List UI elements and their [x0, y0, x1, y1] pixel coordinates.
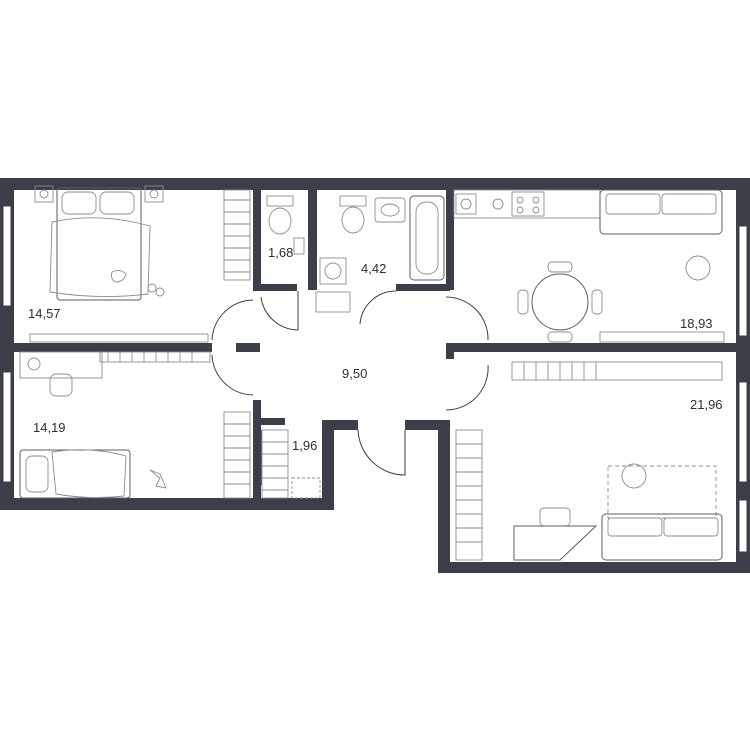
- kitchen-furniture: [453, 189, 725, 343]
- room-area-hall: 9,50: [342, 366, 367, 381]
- doors: [211, 290, 489, 485]
- room-area-bathroom: 4,42: [361, 261, 386, 276]
- bathroom-fixtures: [266, 195, 445, 313]
- living-room-furniture: [455, 361, 723, 561]
- room-area-living-room: 21,96: [690, 397, 723, 412]
- bedroom-2-furniture: [19, 351, 251, 499]
- storage-fixtures: [261, 429, 321, 499]
- windows: [2, 205, 748, 553]
- area-labels: 14,57 14,19 1,68 4,42 9,50 1,96 18,93 21…: [28, 245, 723, 453]
- interior-walls: [14, 178, 736, 510]
- room-area-toilet: 1,68: [268, 245, 293, 260]
- room-area-kitchen-living: 18,93: [680, 316, 713, 331]
- room-area-storage: 1,96: [292, 438, 317, 453]
- room-area-bedroom-2: 14,19: [33, 420, 66, 435]
- room-area-bedroom-1: 14,57: [28, 306, 61, 321]
- bedroom-1-furniture: [29, 185, 251, 343]
